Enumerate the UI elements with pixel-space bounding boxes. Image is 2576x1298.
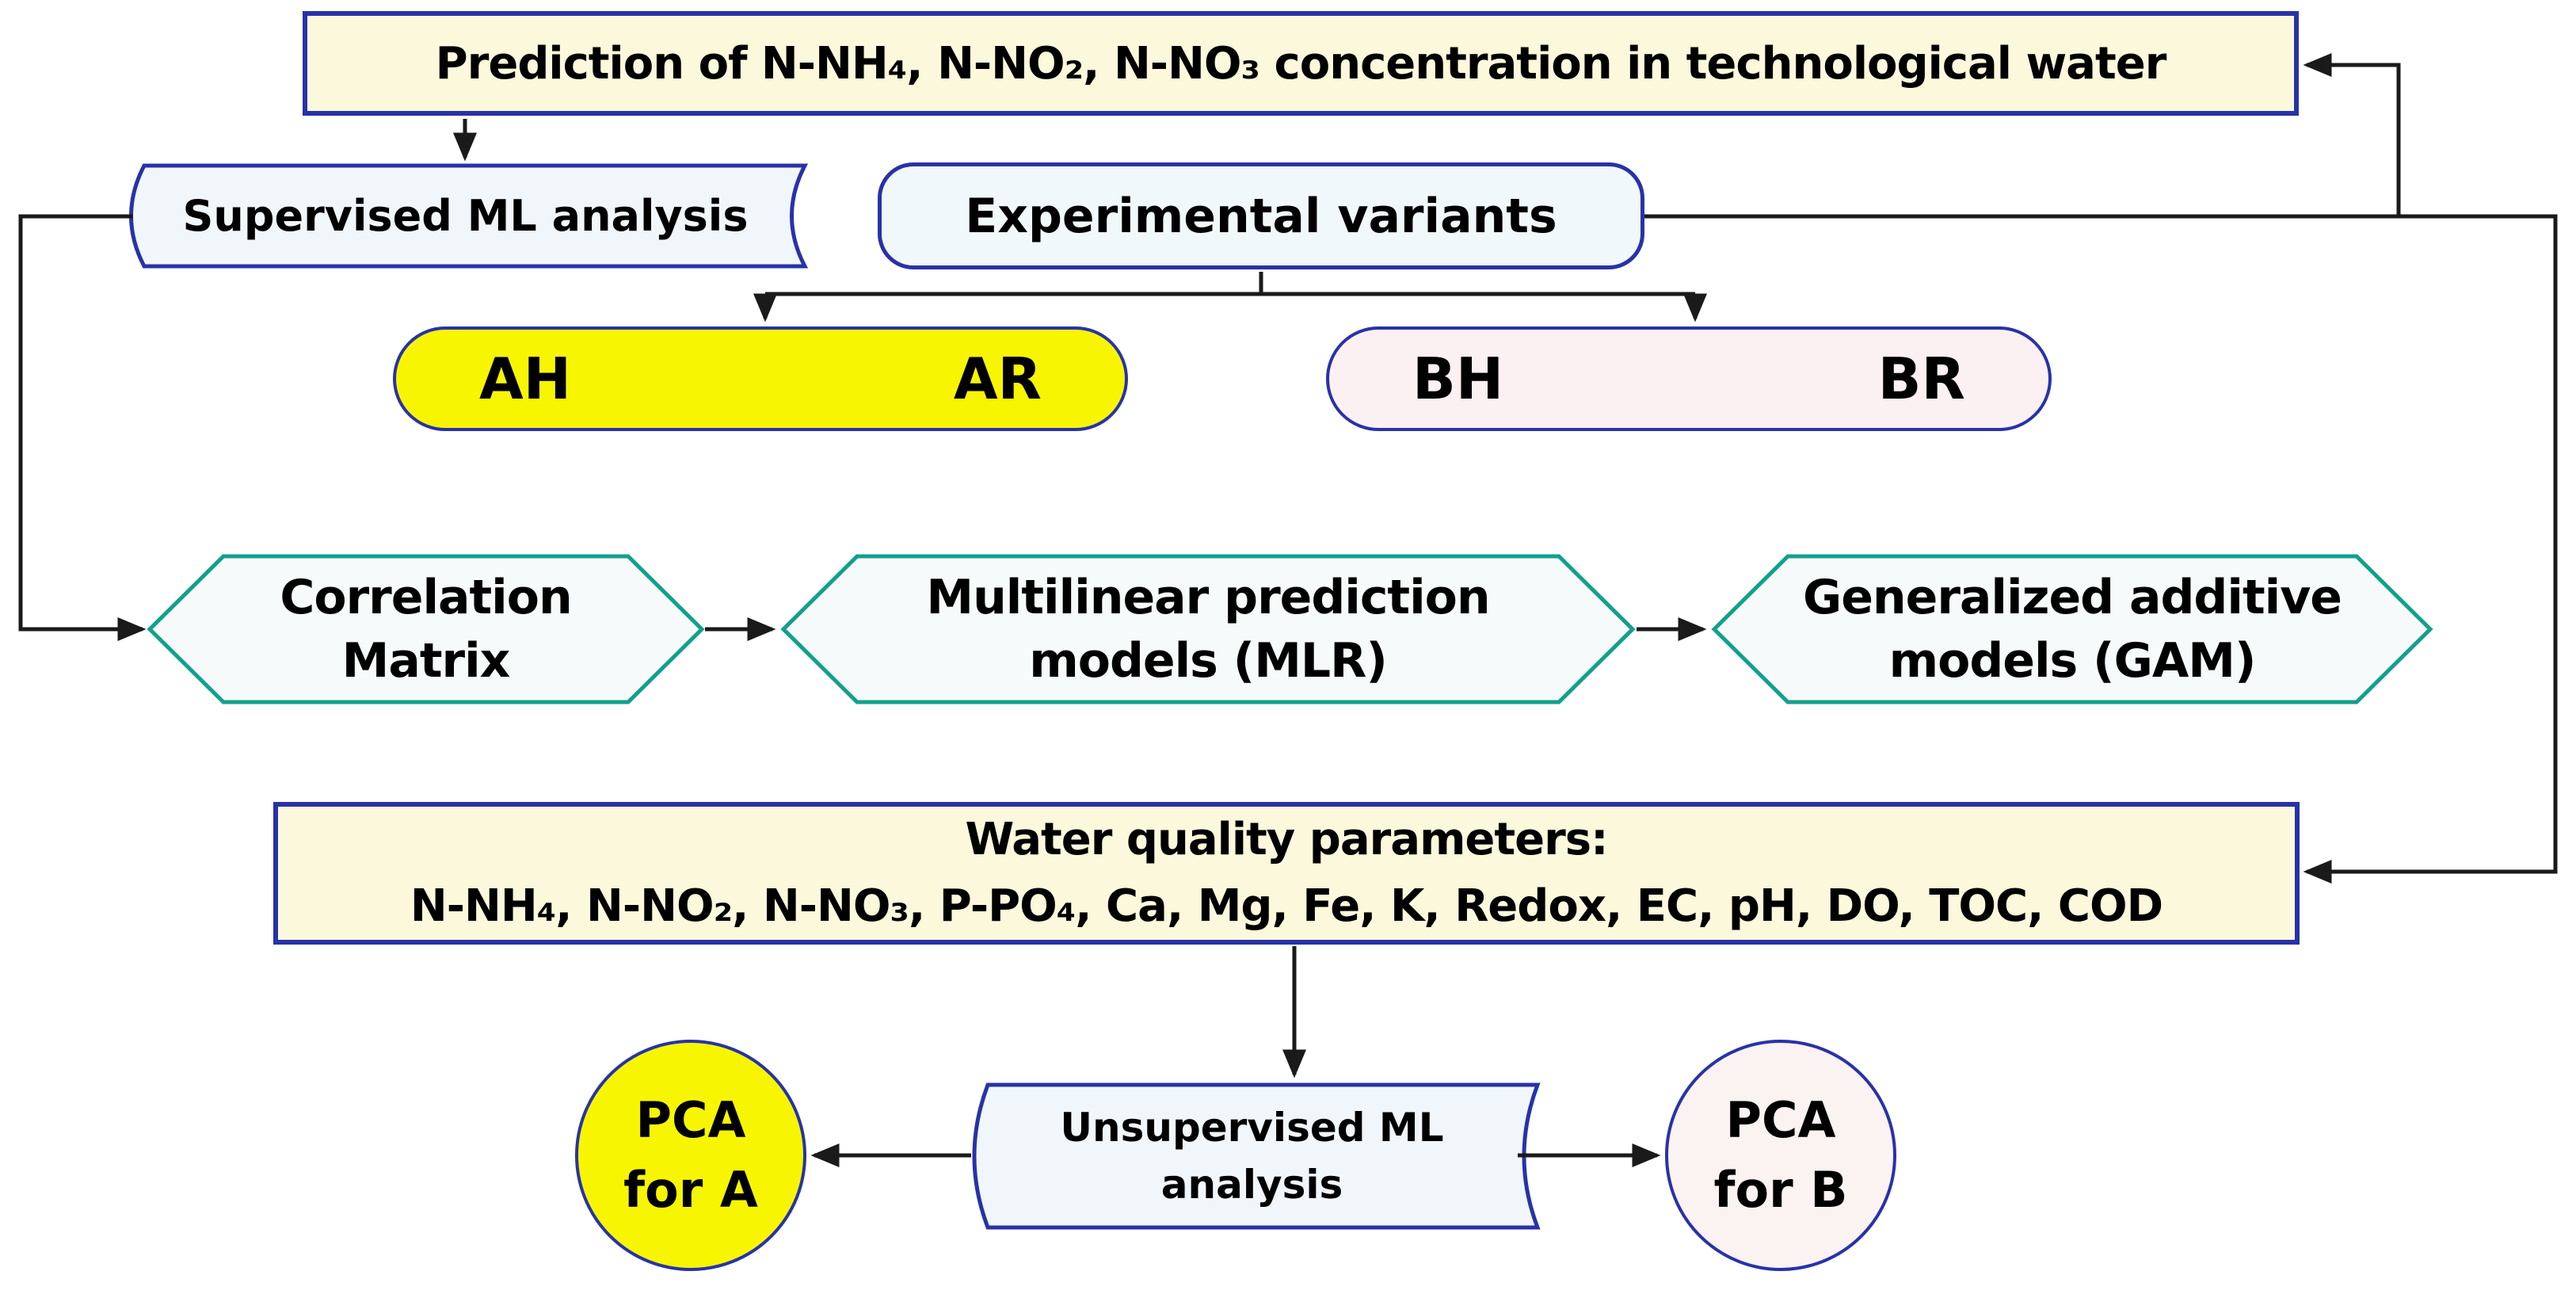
node-correlation-matrix: Correlation Matrix <box>147 553 705 705</box>
gam-line1: Generalized additive <box>1802 570 2342 625</box>
mlr-hexagon <box>780 554 1636 704</box>
node-group-b: BH BR <box>1326 326 2052 431</box>
group-a-left-label: AH <box>479 345 571 412</box>
mlr-line1: Multilinear prediction <box>926 570 1490 625</box>
unsupervised-line1: Unsupervised ML <box>1060 1105 1444 1151</box>
node-pca-b: PCA for B <box>1665 1040 1896 1271</box>
pca-b-line1: PCA <box>1725 1091 1836 1149</box>
prediction-label: Prediction of N-NH₄, N-NO₂, N-NO₃ concen… <box>435 37 2167 90</box>
gam-line2: models (GAM) <box>1888 633 2257 689</box>
node-group-a: AH AR <box>393 326 1128 431</box>
arrow-experimental-to-water <box>1644 214 2558 884</box>
node-gam-models: Generalized additive models (GAM) <box>1711 553 2433 705</box>
unsupervised-line2: analysis <box>1160 1162 1343 1208</box>
node-mlr-models: Multilinear prediction models (MLR) <box>780 553 1636 705</box>
water-quality-line1: Water quality parameters: <box>965 814 1608 865</box>
correlation-hexagon <box>147 554 705 704</box>
water-quality-line2: N-NH₄, N-NO₂, N-NO₃, P-PO₄, Ca, Mg, Fe, … <box>410 880 2163 932</box>
node-unsupervised-ml: Unsupervised ML analysis <box>961 1082 1543 1231</box>
correlation-line2: Matrix <box>341 633 511 689</box>
node-experimental-variants: Experimental variants <box>878 162 1644 269</box>
node-pca-a: PCA for A <box>575 1040 806 1271</box>
supervised-label: Supervised ML analysis <box>182 191 749 241</box>
unsupervised-shape <box>972 1082 1541 1230</box>
group-a-right-label: AR <box>953 345 1042 412</box>
node-water-quality: Water quality parameters: N-NH₄, N-NO₂, … <box>273 802 2300 945</box>
arrow-supervised-to-correlation <box>18 214 147 641</box>
pca-a-line2: for A <box>623 1161 758 1219</box>
group-b-left-label: BH <box>1412 345 1504 412</box>
experimental-label: Experimental variants <box>965 188 1557 244</box>
mlr-line2: models (MLR) <box>1029 633 1388 689</box>
correlation-line1: Correlation <box>280 570 572 625</box>
pca-b-line2: for B <box>1713 1161 1848 1219</box>
supervised-shape <box>129 163 809 269</box>
group-b-right-label: BR <box>1877 345 1965 412</box>
arrow-feedback-to-prediction <box>2303 53 2401 216</box>
pca-a-line1: PCA <box>635 1091 746 1149</box>
node-prediction-box: Prediction of N-NH₄, N-NO₂, N-NO₃ concen… <box>303 11 2299 116</box>
node-supervised-ml: Supervised ML analysis <box>119 162 812 269</box>
